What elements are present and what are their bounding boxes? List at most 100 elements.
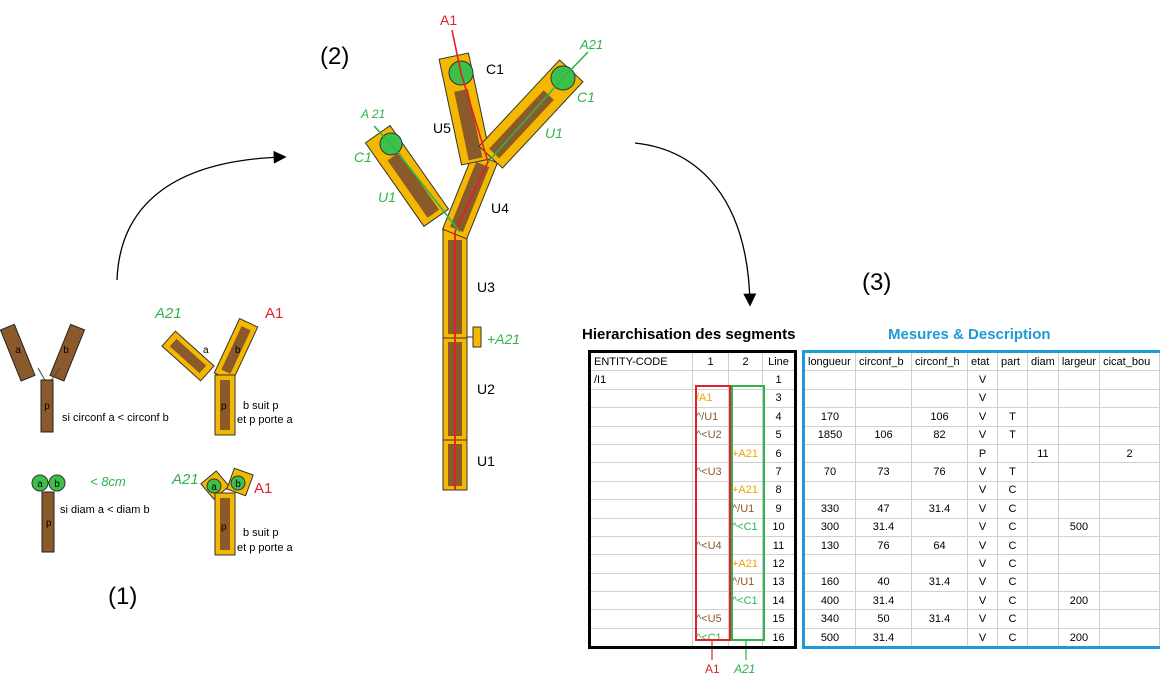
measure-cell (1027, 591, 1059, 611)
column-A21-highlight (731, 385, 765, 641)
measure-cell (803, 480, 856, 501)
measure-cell (855, 480, 912, 501)
tree-label-U1-left: U1 (378, 189, 396, 205)
measure-cell (1027, 480, 1059, 501)
measure-cell (911, 554, 968, 574)
rule-diameter-plain: a b p < 8cm si diam a < diam b (31, 474, 150, 553)
measures-title: Mesures & Description (888, 326, 1051, 343)
tree-label-A21-top: A21 (579, 37, 603, 52)
measures-header-cell: circonf_h (911, 350, 968, 372)
measure-cell: 200 (1057, 627, 1101, 649)
measure-cell (997, 388, 1028, 409)
arrow-1-to-2 (116, 150, 287, 281)
measure-cell (803, 370, 856, 390)
measure-cell: 40 (855, 572, 912, 593)
measure-cell: 76 (855, 535, 912, 556)
svg-text:a: a (211, 482, 217, 493)
measure-cell (855, 443, 912, 464)
measure-cell: V (967, 370, 998, 390)
measure-cell (1057, 572, 1101, 593)
svg-text:b: b (235, 345, 241, 356)
measure-cell (803, 443, 856, 464)
measure-cell (1099, 425, 1161, 445)
entity-code-cell (589, 462, 693, 482)
step-label-3: (3) (862, 269, 891, 296)
measure-cell: 11 (1027, 443, 1059, 464)
entity-code-cell (589, 443, 693, 464)
measure-cell (1027, 554, 1059, 574)
rule-diameter-result: a b p A21 A1 b suit p et p porte a (171, 467, 294, 556)
measure-cell (1099, 609, 1161, 629)
measure-cell (803, 554, 856, 574)
measure-cell: C (997, 535, 1028, 556)
measure-cell (911, 388, 968, 409)
table-row: V (803, 388, 1161, 409)
measure-cell (1057, 407, 1101, 427)
measure-cell: 200 (1057, 591, 1101, 611)
measure-cell: 130 (803, 535, 856, 556)
entity-code-cell (589, 425, 693, 445)
measure-cell (1027, 462, 1059, 482)
measure-cell: C (997, 517, 1028, 537)
svg-text:A21: A21 (171, 471, 199, 488)
svg-text:p: p (221, 522, 227, 533)
measure-cell (1027, 572, 1059, 593)
measure-cell (855, 554, 912, 574)
rule1-result-line1: b suit p (243, 400, 278, 412)
measure-cell: 500 (803, 627, 856, 649)
measure-cell: P (967, 443, 998, 464)
measure-cell (1099, 388, 1161, 409)
axis-label-a1: A1 (265, 305, 283, 322)
measure-cell (911, 627, 968, 649)
tree-label-U1-base: U1 (477, 453, 495, 469)
svg-text:A1: A1 (254, 480, 272, 497)
measure-cell (1027, 388, 1059, 409)
svg-text:p: p (46, 518, 52, 529)
tree-label-C1-center: C1 (486, 61, 504, 77)
measures-header-cell: circonf_b (855, 350, 912, 372)
measure-cell: 31.4 (911, 572, 968, 593)
step-label-1: (1) (108, 583, 137, 610)
measure-cell (1057, 370, 1101, 390)
hierarchy-header-cell: Line (762, 350, 796, 372)
measure-cell (1099, 407, 1161, 427)
line-cell: 9 (762, 499, 796, 519)
measure-cell: V (967, 499, 998, 519)
line-cell: 5 (762, 425, 796, 445)
measure-cell: V (967, 462, 998, 482)
rule-circumference-plain: a b p si circonf a < circonf b (0, 323, 169, 433)
arrow-2-to-3 (634, 142, 757, 307)
measure-cell (1099, 554, 1161, 574)
line-cell: 8 (762, 480, 796, 501)
measure-cell: V (967, 407, 998, 427)
line-cell: 10 (762, 517, 796, 537)
measure-cell (855, 370, 912, 390)
measure-cell (911, 443, 968, 464)
axis-line-A21-right (487, 51, 589, 163)
measure-cell: V (967, 480, 998, 501)
table-row: V (803, 370, 1161, 390)
measure-cell (1099, 535, 1161, 556)
step-label-2: (2) (320, 43, 349, 70)
svg-text:p: p (221, 401, 227, 412)
column-A1-highlight (695, 385, 731, 641)
measure-cell (855, 388, 912, 409)
measures-header-cell: etat (967, 350, 998, 372)
entity-code-cell (589, 591, 693, 611)
tree-label-C1-left: C1 (354, 149, 372, 165)
branch-stub-A21 (472, 326, 482, 348)
measure-cell (1057, 535, 1101, 556)
measures-header-cell: largeur (1057, 350, 1101, 372)
entity-code-cell (589, 407, 693, 427)
entity-code-cell (589, 627, 693, 649)
entity-code-cell (589, 499, 693, 519)
